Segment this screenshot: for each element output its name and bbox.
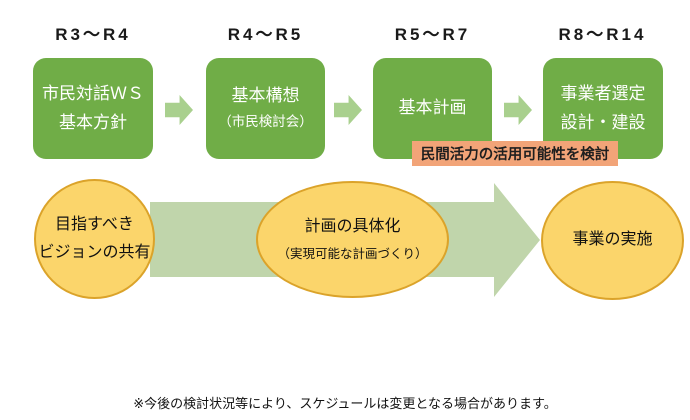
private-sector-banner-label: 民間活力の活用可能性を検討	[420, 147, 610, 163]
phase-box-line: 市民対話ＷＳ	[42, 83, 144, 103]
stage-ellipse-concretize: 計画の具体化 （実現可能な計画づくり）	[256, 181, 449, 298]
schedule-footnote: ※今後の検討状況等により、スケジュールは変更となる場合があります。	[133, 396, 557, 411]
phase-box-line: 設計・建設	[560, 112, 646, 132]
phase-period-1: R3～R4	[55, 25, 131, 44]
phase-box-citizen-dialogue: 市民対話ＷＳ 基本方針	[33, 58, 153, 159]
stage-line: 計画の具体化	[304, 218, 401, 236]
phase-box-basic-concept: 基本構想 （市民検討会）	[206, 58, 325, 159]
stage-ellipse-vision: 目指すべき ビジョンの共有	[34, 179, 155, 299]
phase-box-subline: （市民検討会）	[218, 114, 313, 130]
phase-box-line: 事業者選定	[560, 83, 646, 103]
phase-box-line: 基本構想	[231, 85, 300, 105]
phase-box-line: 基本計画	[398, 98, 467, 118]
private-sector-banner: 民間活力の活用可能性を検討	[412, 141, 618, 166]
stage-line: 事業の実施	[572, 231, 653, 249]
phase-box-line: 基本方針	[59, 112, 127, 132]
phase-period-4: R8～R14	[558, 25, 647, 44]
stage-line: ビジョンの共有	[38, 244, 151, 261]
stage-line: 目指すべき	[55, 215, 134, 233]
stage-subline: （実現可能な計画づくり）	[277, 246, 428, 261]
phase-period-2: R4～R5	[227, 25, 304, 44]
stage-ellipse-implementation: 事業の実施	[541, 181, 684, 300]
phase-period-3: R5～R7	[394, 25, 471, 44]
